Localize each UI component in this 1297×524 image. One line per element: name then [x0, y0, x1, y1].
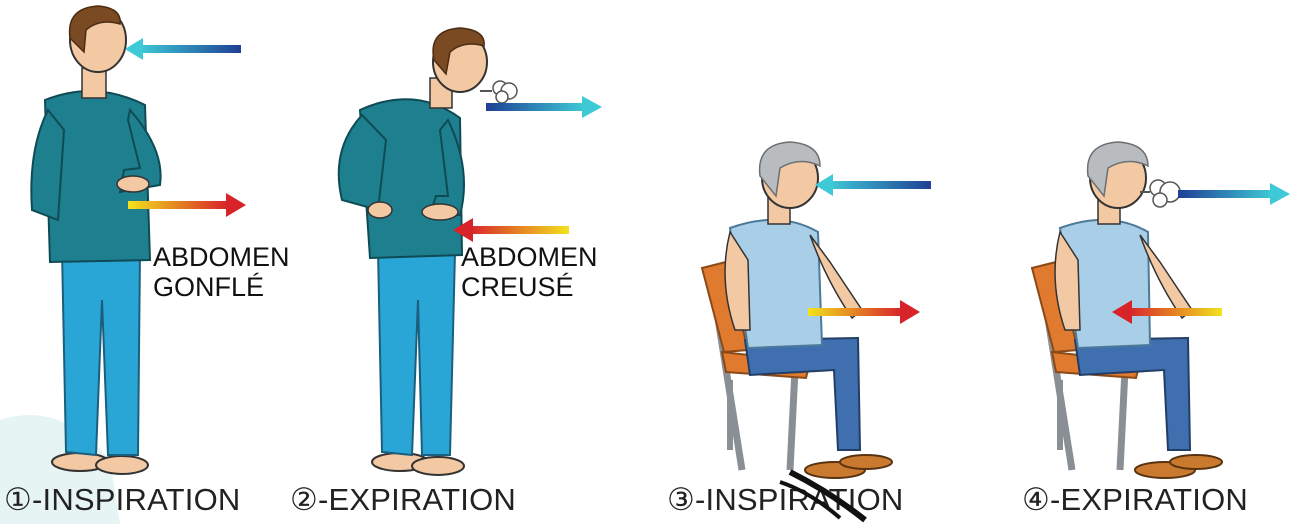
seated-man-inhaling-illustration — [630, 0, 960, 480]
abdomen-label: ABDOMEN GONFLÉ — [153, 242, 290, 302]
abdomen-label-line2: CREUSÉ — [461, 272, 598, 302]
arrow-right-icon — [808, 300, 920, 324]
arrow-left-icon — [453, 218, 571, 242]
arrow-left-icon — [815, 174, 933, 196]
caption-step-1: ①-INSPIRATION — [4, 482, 241, 518]
watermark-stroke — [770, 462, 880, 524]
abdomen-label-line2: GONFLÉ — [153, 272, 290, 302]
arrow-right-icon — [1178, 183, 1290, 205]
arrow-right-icon — [486, 96, 602, 118]
seated-man-exhaling-illustration — [960, 0, 1297, 480]
caption-step-4: ④-EXPIRATION — [1022, 482, 1248, 518]
arrow-left-icon — [1112, 300, 1224, 324]
arrow-right-icon — [128, 193, 248, 217]
caption-step-2: ②-EXPIRATION — [290, 482, 516, 518]
panel-standing-expiration: ABDOMEN CREUSÉ ②-EXPIRATION — [300, 0, 630, 524]
arrow-left-icon — [125, 38, 245, 60]
panel-standing-inspiration: ABDOMEN GONFLÉ ①-INSPIRATION — [0, 0, 300, 524]
abdomen-label: ABDOMEN CREUSÉ — [461, 242, 598, 302]
panel-seated-inspiration: ③-INSPIRATION — [630, 0, 960, 524]
abdomen-label-line1: ABDOMEN — [461, 242, 598, 272]
standing-man-inhaling-illustration — [0, 0, 300, 480]
panel-seated-expiration: ④-EXPIRATION — [960, 0, 1297, 524]
abdomen-label-line1: ABDOMEN — [153, 242, 290, 272]
